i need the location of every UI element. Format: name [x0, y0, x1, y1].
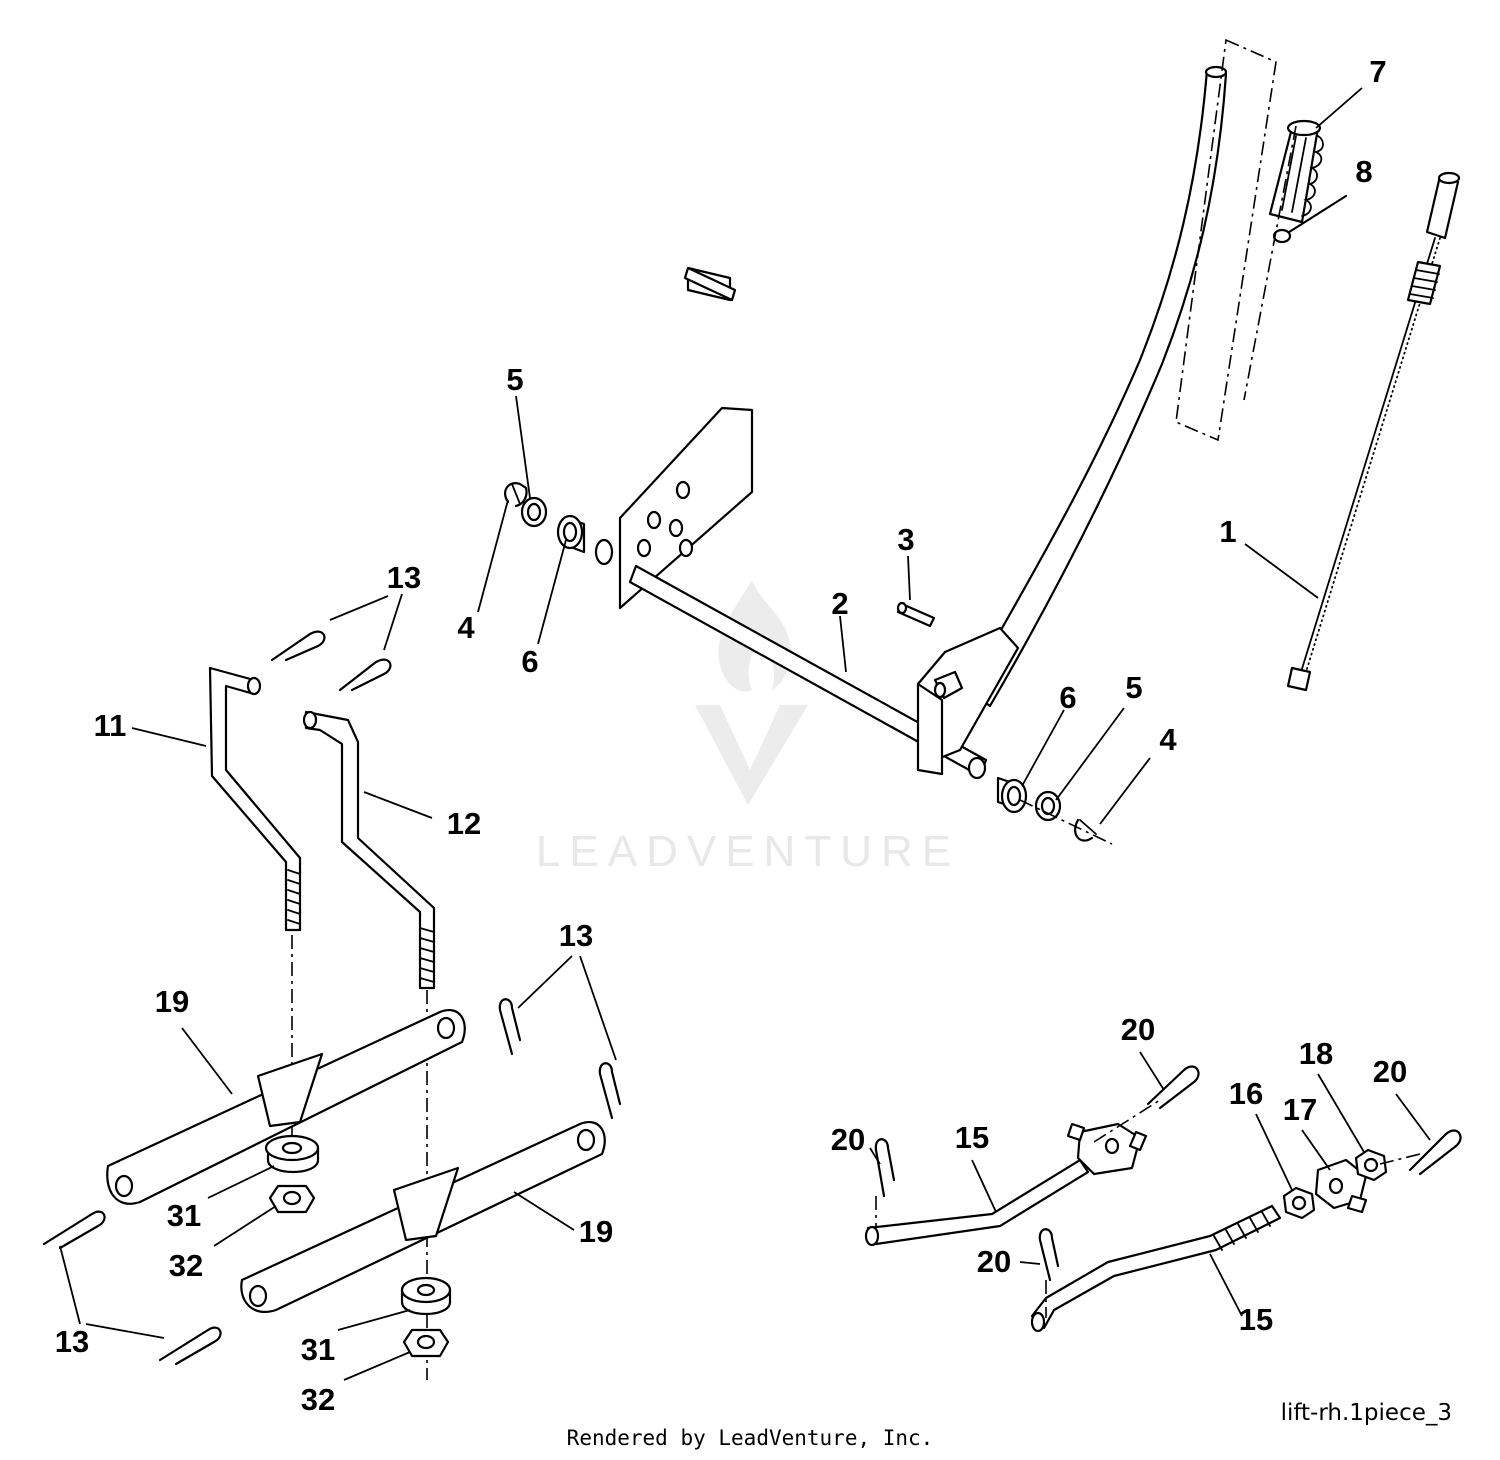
part-washer-right[interactable] [1034, 790, 1062, 822]
callout-12: 12 [447, 806, 481, 841]
callout-5-left: 5 [506, 362, 523, 397]
callout-31-upper: 31 [167, 1198, 201, 1233]
part-adjust-rod-15b[interactable] [1030, 1204, 1282, 1333]
callout-17: 17 [1283, 1092, 1317, 1127]
callout-19-upper: 19 [155, 984, 189, 1019]
part-e-clip-left[interactable] [504, 482, 528, 508]
callout-15-upper: 15 [955, 1120, 989, 1155]
rod-end-fitting [1286, 666, 1312, 692]
part-nut-32b[interactable] [402, 1328, 450, 1358]
part-hairpin-clip-13f[interactable] [158, 1326, 222, 1366]
part-hex-nut-18[interactable] [1354, 1148, 1388, 1182]
lift-spring [1406, 260, 1442, 306]
leader-lines [59, 87, 1431, 1381]
part-hairpin-clip-13c[interactable] [498, 998, 522, 1056]
callout-13-middle: 13 [559, 918, 593, 953]
part-hairpin-clip-20d[interactable] [1408, 1129, 1462, 1176]
part-hairpin-clip-20c[interactable] [1038, 1228, 1060, 1282]
callout-20-right: 20 [1373, 1054, 1407, 1089]
part-lift-arm-19a[interactable] [106, 1009, 466, 1205]
callout-13-bottom: 13 [55, 1324, 89, 1359]
part-hairpin-clip-13e[interactable] [42, 1210, 106, 1250]
callout-19-lower: 19 [579, 1214, 613, 1249]
callout-2: 2 [831, 586, 848, 621]
callout-5-right: 5 [1125, 670, 1142, 705]
callout-7: 7 [1369, 54, 1386, 89]
callout-6-left: 6 [521, 644, 538, 679]
part-hairpin-clip-20a[interactable] [1146, 1065, 1200, 1110]
part-washer-left[interactable] [520, 496, 548, 528]
callout-15-lower: 15 [1239, 1302, 1273, 1337]
part-lift-link-11[interactable] [208, 666, 302, 932]
callout-4-left: 4 [457, 610, 475, 645]
callout-13-top: 13 [387, 560, 421, 595]
callout-20-bottom: 20 [977, 1244, 1011, 1279]
part-hairpin-clip-13a[interactable] [270, 630, 326, 662]
part-adjust-rod-15a[interactable] [864, 1141, 1107, 1247]
part-hex-nut-16[interactable] [1282, 1186, 1316, 1220]
mounting-plate [618, 406, 754, 610]
callout-6-right: 6 [1059, 680, 1076, 715]
callout-18: 18 [1299, 1036, 1333, 1071]
callout-16: 16 [1229, 1076, 1263, 1111]
part-trunnion-block-17[interactable] [1314, 1158, 1368, 1214]
callout-31-lower: 31 [301, 1332, 335, 1367]
part-lift-rod-assembly[interactable] [1286, 171, 1461, 692]
callout-3: 3 [897, 522, 914, 557]
leadventure-watermark: LEADVENTURE [536, 580, 960, 876]
part-spacer-31b[interactable] [400, 1276, 452, 1315]
watermark-text: LEADVENTURE [536, 827, 960, 876]
part-nut-32a[interactable] [268, 1184, 316, 1214]
callout-20-left: 20 [831, 1122, 865, 1157]
callout-1: 1 [1219, 514, 1236, 549]
part-lift-link-12[interactable] [302, 710, 436, 990]
render-credit: Rendered by LeadVenture, Inc. [566, 1426, 934, 1450]
callout-4-right: 4 [1159, 722, 1177, 757]
part-bushing-left[interactable] [556, 514, 586, 554]
grip-alignment-outline [1175, 38, 1277, 442]
part-hairpin-clip-13d[interactable] [598, 1062, 622, 1120]
part-lift-arm-19b[interactable] [240, 1121, 606, 1313]
part-hairpin-clip-20b[interactable] [874, 1138, 896, 1198]
callout-32-upper: 32 [169, 1248, 203, 1283]
callout-20-top: 20 [1121, 1012, 1155, 1047]
callout-11: 11 [94, 708, 127, 743]
part-lift-shaft-assembly[interactable] [594, 65, 1228, 780]
part-grip-pin[interactable] [1272, 194, 1348, 244]
part-hairpin-clip-13b[interactable] [338, 658, 392, 692]
rod-top-sleeve [1425, 174, 1460, 240]
callout-8: 8 [1355, 154, 1372, 189]
part-roll-pin[interactable] [896, 601, 936, 628]
callout-labels: 1 2 3 4 4 5 5 6 6 7 8 11 12 13 13 13 15 … [55, 54, 1407, 1417]
lift-handle [966, 68, 1228, 708]
part-bushing-right[interactable] [996, 776, 1028, 814]
watermark-v-icon [695, 705, 808, 805]
diagram-code-label: lift-rh.1piece_3 [1280, 1400, 1452, 1426]
part-spacer-31a[interactable] [264, 1134, 320, 1174]
callout-32-lower: 32 [301, 1382, 335, 1417]
part-e-clip-right[interactable] [1074, 818, 1097, 842]
part-trunnion-block-a[interactable] [1066, 1122, 1148, 1176]
